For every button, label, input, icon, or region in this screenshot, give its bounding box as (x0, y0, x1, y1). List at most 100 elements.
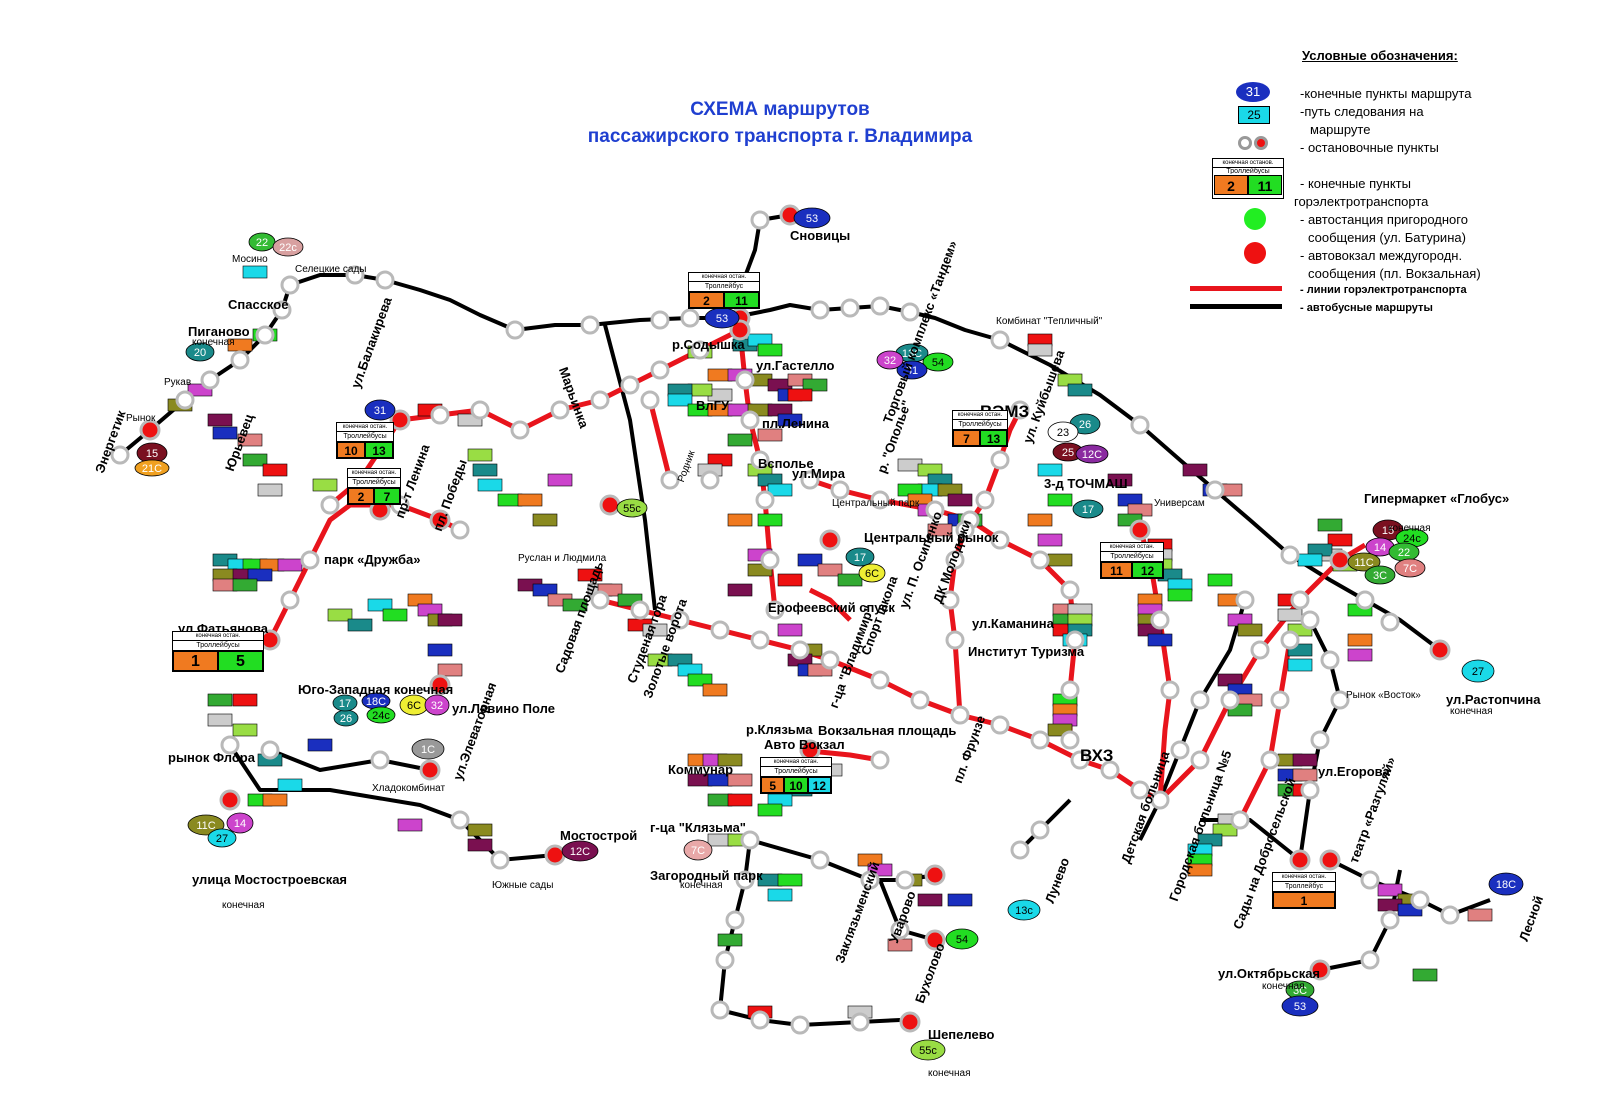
terminal-t-bukholovo: 54 (945, 928, 979, 950)
place-label-selitskie: Селецкие сады (295, 264, 367, 275)
route-box (1412, 968, 1438, 982)
stop-point (840, 298, 860, 318)
stop-point (1030, 820, 1050, 840)
place-label-gastello: ул.Гастелло (756, 358, 835, 373)
route-box (257, 483, 283, 497)
stop-point (924, 929, 946, 951)
terminal-t-rastopchina: 27 (1461, 659, 1495, 683)
legend-trolley-line-sample (1190, 286, 1282, 291)
stop-point (870, 296, 890, 316)
terminal-t-levino2: 32 (424, 694, 450, 716)
card-sub: Троллейбусы (761, 767, 831, 777)
stop-point (1060, 580, 1080, 600)
terminal-t-yugo4: 17 (332, 694, 358, 712)
route-box (1287, 658, 1313, 672)
stop-point (1205, 480, 1225, 500)
card-cell: 13 (365, 442, 393, 458)
place-label-snovitsy: Сновицы (790, 228, 851, 243)
stop-point (990, 530, 1010, 550)
card-cell: 2 (689, 292, 724, 308)
terminal-label: 1С (421, 744, 435, 756)
route-box (207, 693, 233, 707)
stop-point (544, 844, 566, 866)
terminal-t-zagorodny: 7С (683, 839, 713, 861)
place-label-r-klyazma: р.Клязьма (746, 722, 813, 737)
route-box (1167, 588, 1193, 602)
stop-point (870, 490, 890, 510)
place-label-kombinat: Комбинат "Тепличный" (996, 316, 1103, 327)
route-box (277, 558, 303, 572)
card-header: конечная остан. (1273, 873, 1335, 882)
place-label-yugo-zap: Юго-Западная конечная (298, 682, 454, 697)
place-label-globus-term: конечная (1388, 523, 1431, 534)
terminal-t-mostostroev2: 14 (226, 812, 254, 834)
place-label-spasskoe: Спасское (228, 297, 289, 312)
legend-text-intercity: - автовокзал междугородн. (1300, 248, 1463, 263)
route-box (1347, 648, 1373, 662)
card-sub: Троллейбусы (173, 641, 263, 651)
route-box (1292, 768, 1318, 782)
route-box (777, 623, 803, 637)
terminal-label: 18С (1496, 879, 1516, 891)
place-label-universam: Универсам (1154, 498, 1205, 509)
route-box (1037, 463, 1063, 477)
route-box (1347, 633, 1373, 647)
route-box (642, 623, 668, 637)
terminal-label: 3С (1293, 985, 1307, 997)
terminal-label: 17 (339, 698, 351, 710)
trolley-line-3 (599, 542, 1367, 803)
stop-point (990, 450, 1010, 470)
terminal-t-shepelevo: 55с (910, 1039, 946, 1061)
stop-point (1010, 840, 1030, 860)
route-box (232, 723, 258, 737)
legend-text-stops: - остановочные пункты (1300, 140, 1439, 155)
place-label-erofeevsky: Ерофеевский спуск (768, 600, 895, 615)
route-box (787, 388, 813, 402)
stop-point (670, 610, 690, 630)
stop-point (1030, 730, 1050, 750)
route-box (577, 568, 603, 582)
terminal-label: 7С (691, 845, 705, 857)
terminal-label: 22с (279, 242, 297, 254)
terminal-label: 18С (366, 696, 386, 708)
place-label-oktyabrskaya: ул.Октябрьская (1218, 966, 1321, 981)
route-box (947, 493, 973, 507)
terminal-label: 22 (256, 237, 268, 249)
stop-point (505, 320, 525, 340)
card-sub: Троллейбусы (1101, 552, 1163, 562)
legend-bus-line-sample (1190, 304, 1282, 309)
stop-point (870, 750, 890, 770)
stop-point (1100, 760, 1120, 780)
stop-point (955, 520, 975, 540)
card-sub: Троллейбусы (348, 478, 400, 488)
card-cell: 12 (1132, 562, 1163, 578)
stop-point (590, 590, 610, 610)
stop-point (725, 910, 745, 930)
stop-point (1065, 630, 1085, 650)
stop-point (430, 405, 450, 425)
place-label-vlgu: ВлГУ (696, 398, 730, 413)
stop-point (1300, 610, 1320, 630)
terminal-t-tandem3: 31 (896, 360, 928, 380)
place-label-globus: Гипермаркет «Глобус» (1364, 491, 1510, 506)
terminal-t-energetik: 15 (136, 442, 168, 464)
route-box (277, 778, 303, 792)
route-box (207, 713, 233, 727)
stop-point (1130, 415, 1150, 435)
place-label-park-druzhba: парк «Дружба» (324, 552, 421, 567)
stop-point (925, 500, 945, 520)
place-label-kommunar: Коммунар (668, 762, 734, 777)
route-box (427, 643, 453, 657)
route-box (212, 426, 238, 440)
route-box (347, 618, 373, 632)
route-box (757, 428, 783, 442)
card-sub: Троллейбус (1273, 882, 1335, 892)
stop-point (755, 490, 775, 510)
terminal-t-tandem4: 32 (876, 350, 904, 370)
